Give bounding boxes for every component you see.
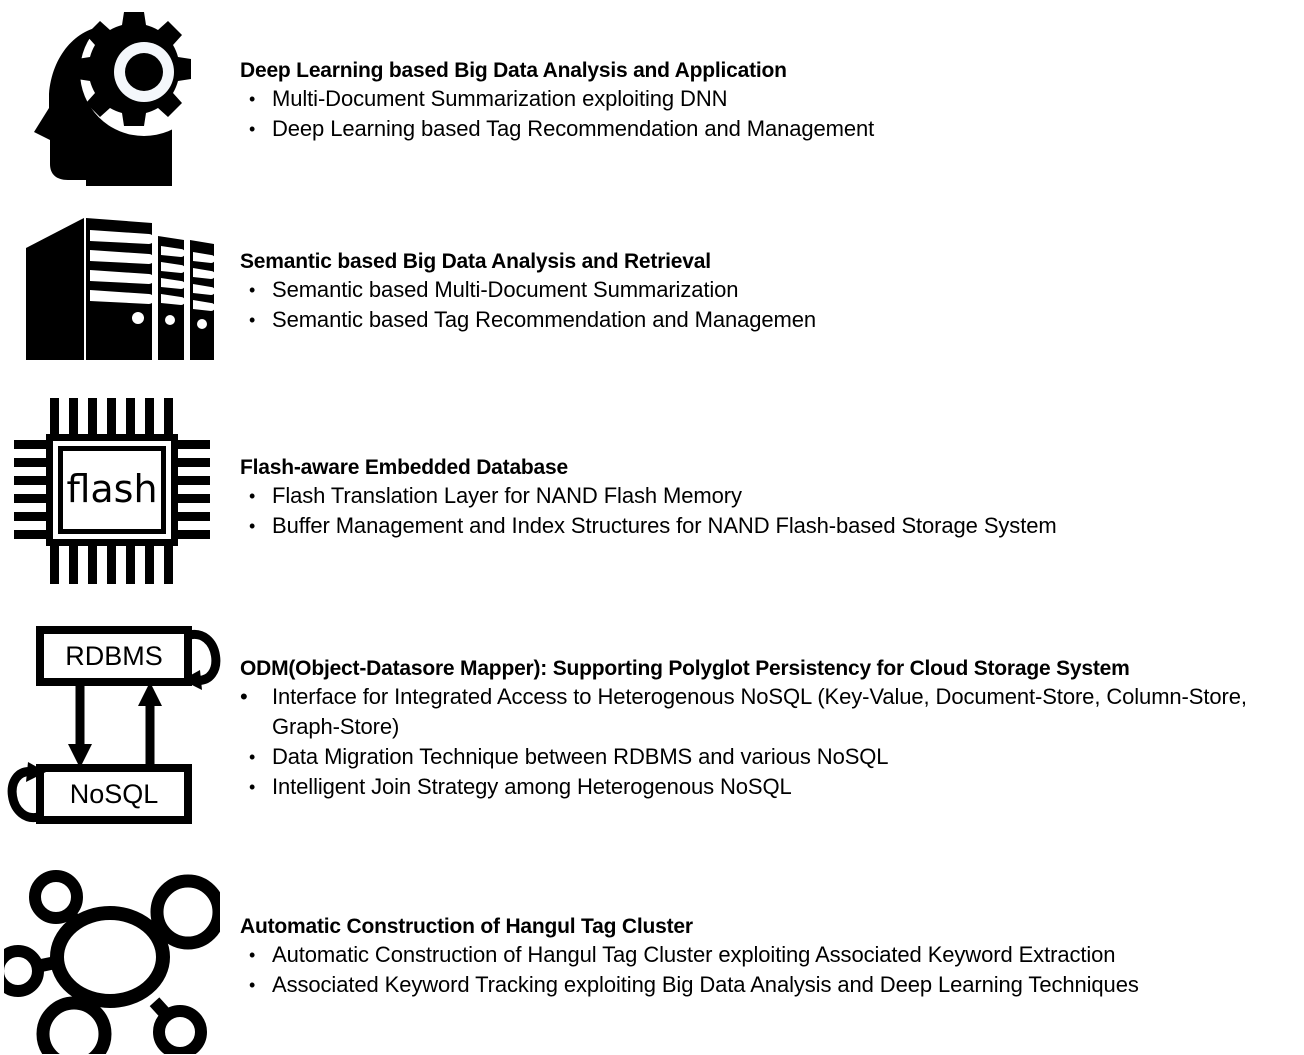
server-racks-icon <box>18 210 218 365</box>
topic-title: Automatic Construction of Hangul Tag Clu… <box>240 915 693 938</box>
topic-row-hangul-cluster: Automatic Construction of Hangul Tag Clu… <box>0 845 1304 1055</box>
text-cell: ODM(Object-Datasore Mapper): Supporting … <box>240 655 1300 802</box>
topic-row-odm: RDBMS NoSQL ODM(Object-Datasore Mapp <box>0 595 1304 845</box>
flash-memory-chip-icon: flash <box>12 392 222 587</box>
topic-row-semantic: Semantic based Big Data Analysis and Ret… <box>0 200 1304 390</box>
bullet-item: Deep Learning based Tag Recommendation a… <box>240 114 1300 144</box>
text-cell: Automatic Construction of Hangul Tag Clu… <box>240 913 1300 1000</box>
bullet-item: Semantic based Tag Recommendation and Ma… <box>240 305 1300 335</box>
bullet-list: Semantic based Multi-Document Summarizat… <box>240 275 1300 335</box>
topic-title: ODM(Object-Datasore Mapper): Supporting … <box>240 657 1130 680</box>
bullet-list: • Interface for Integrated Access to Hete… <box>240 682 1300 802</box>
topic-title: Deep Learning based Big Data Analysis an… <box>240 59 787 82</box>
bullet-list: Automatic Construction of Hangul Tag Clu… <box>240 940 1300 1000</box>
rdbms-nosql-mapping-icon: RDBMS NoSQL <box>4 620 236 830</box>
topic-title: Semantic based Big Data Analysis and Ret… <box>240 250 711 273</box>
text-cell: Flash-aware Embedded Database Flash Tran… <box>240 454 1300 541</box>
rdbms-box-label: RDBMS <box>65 641 163 671</box>
topic-row-flash: flash Flash-aware Embedded Database Flas… <box>0 390 1304 595</box>
bullet-item: Automatic Construction of Hangul Tag Clu… <box>240 940 1300 970</box>
bullet-text: Interface for Integrated Access to Heter… <box>272 684 1247 739</box>
bullet-item: Intelligent Join Strategy among Heteroge… <box>240 772 1300 802</box>
bullet-item: • Interface for Integrated Access to Hete… <box>240 682 1300 742</box>
bullet-list: Flash Translation Layer for NAND Flash M… <box>240 481 1300 541</box>
bullet-item: Buffer Management and Index Structures f… <box>240 511 1300 541</box>
bullet-item: Associated Keyword Tracking exploiting B… <box>240 970 1300 1000</box>
bullet-glyph: • <box>240 684 248 709</box>
bullet-list: Multi-Document Summarization exploiting … <box>240 84 1300 144</box>
bullet-item: Semantic based Multi-Document Summarizat… <box>240 275 1300 305</box>
topic-title: Flash-aware Embedded Database <box>240 456 568 479</box>
text-cell: Semantic based Big Data Analysis and Ret… <box>240 248 1300 335</box>
bullet-item: Flash Translation Layer for NAND Flash M… <box>240 481 1300 511</box>
head-with-gear-icon <box>24 4 214 189</box>
chip-label: flash <box>66 467 157 511</box>
topic-row-deep-learning: Deep Learning based Big Data Analysis an… <box>0 0 1304 200</box>
bullet-item: Multi-Document Summarization exploiting … <box>240 84 1300 114</box>
nosql-box-label: NoSQL <box>70 779 159 809</box>
text-cell: Deep Learning based Big Data Analysis an… <box>240 57 1300 144</box>
network-cluster-icon <box>4 849 220 1054</box>
bullet-item: Data Migration Technique between RDBMS a… <box>240 742 1300 772</box>
